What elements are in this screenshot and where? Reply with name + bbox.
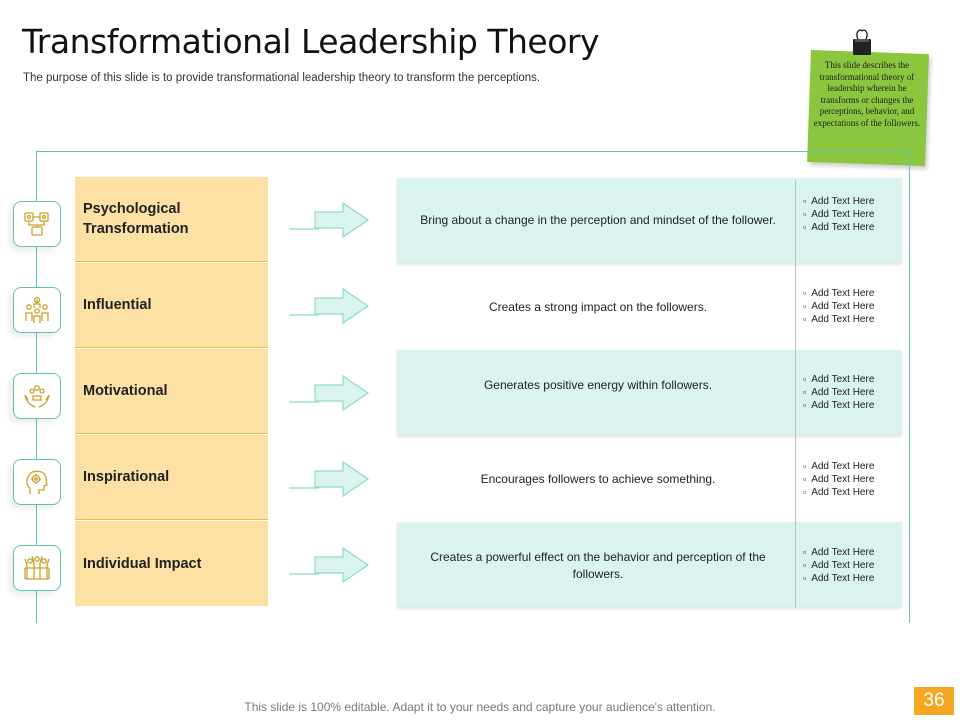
row-label-influential: Influential [75, 263, 268, 348]
right-arrow-icon [289, 201, 370, 239]
bullet-item: Add Text Here [803, 373, 874, 386]
right-arrow-icon [289, 287, 370, 325]
bullet-item: Add Text Here [803, 287, 874, 300]
bullet-list: Add Text Here Add Text Here Add Text Her… [803, 546, 874, 585]
row-label-motivational: Motivational [75, 349, 268, 434]
team-leader-icon [13, 287, 61, 333]
row-label-psychological: Psychological Transformation [75, 177, 268, 262]
bullet-item: Add Text Here [803, 386, 874, 399]
bullet-item: Add Text Here [803, 399, 874, 412]
bullet-list: Add Text Here Add Text Here Add Text Her… [803, 460, 874, 499]
row-description: Encourages followers to achieve somethin… [480, 472, 716, 486]
right-arrow-icon [289, 460, 370, 498]
right-arrow-icon [289, 374, 370, 412]
bullet-item: Add Text Here [803, 546, 874, 559]
row-label-text: Influential [83, 297, 152, 313]
column-divider [795, 180, 796, 608]
bullet-list: Add Text Here Add Text Here Add Text Her… [803, 373, 874, 412]
frame-top-line [36, 151, 910, 152]
slide-title: Transformational Leadership Theory [22, 22, 599, 61]
group-raise-icon [13, 545, 61, 591]
right-arrow-icon [289, 546, 370, 584]
bullet-item: Add Text Here [803, 208, 874, 221]
row-description: Bring about a change in the perception a… [420, 213, 776, 227]
row-description: Creates a strong impact on the followers… [488, 300, 708, 314]
row-label-text: Psychological Transformation [83, 201, 189, 237]
bullet-item: Add Text Here [803, 460, 874, 473]
row-label-text: Inspirational [83, 469, 170, 485]
hands-people-icon [13, 373, 61, 419]
bullet-item: Add Text Here [803, 486, 874, 499]
bullet-item: Add Text Here [803, 313, 874, 326]
bullet-list: Add Text Here Add Text Here Add Text Her… [803, 287, 874, 326]
row-label-text: Motivational [83, 383, 168, 399]
row-description: Creates a powerful effect on the behavio… [430, 550, 766, 581]
row-description: Generates positive energy within followe… [483, 378, 713, 392]
row-label-inspirational: Inspirational [75, 435, 268, 520]
row-label-text: Individual Impact [83, 555, 202, 572]
brain-network-icon [13, 201, 61, 247]
bullet-item: Add Text Here [803, 572, 874, 585]
bullet-item: Add Text Here [803, 559, 874, 572]
slide-subtitle: The purpose of this slide is to provide … [23, 72, 541, 84]
sticky-note-text: This slide describes the transformationa… [813, 60, 921, 128]
bullet-item: Add Text Here [803, 195, 874, 208]
head-gear-icon [13, 459, 61, 505]
page-number-badge: 36 [914, 687, 954, 715]
bullet-item: Add Text Here [803, 221, 874, 234]
binder-clip-icon [853, 29, 871, 55]
row-label-individual-impact: Individual Impact [75, 521, 268, 606]
footer-text: This slide is 100% editable. Adapt it to… [244, 700, 716, 714]
bullet-list: Add Text Here Add Text Here Add Text Her… [803, 195, 874, 234]
frame-right-line [909, 151, 910, 623]
bullet-item: Add Text Here [803, 473, 874, 486]
bullet-item: Add Text Here [803, 300, 874, 313]
